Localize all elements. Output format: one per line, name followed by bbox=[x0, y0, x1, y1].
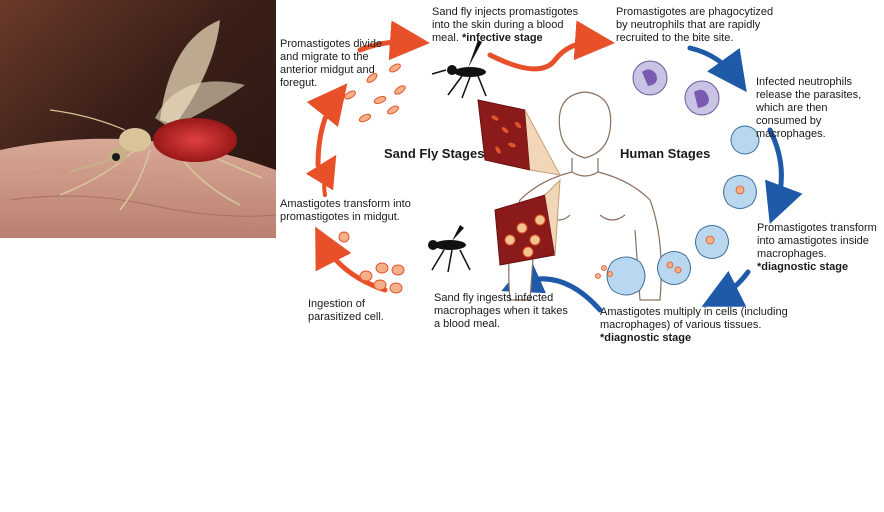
step-label-multiply: Amastigotes multiply in cells (including… bbox=[600, 306, 790, 345]
step-label-inject: Sand fly injects promastigotes into the … bbox=[432, 6, 587, 45]
arrow-foregut-to-inject bbox=[357, 20, 430, 61]
infective-stage-emphasis: *infective stage bbox=[461, 32, 543, 44]
step-text: Amastigotes transform into promastigotes… bbox=[280, 198, 411, 223]
step-text: Infected neutrophils release the parasit… bbox=[756, 76, 862, 140]
step-text: Promastigotes are phagocytized by neutro… bbox=[616, 6, 774, 44]
sand-fly-icon-top bbox=[431, 40, 487, 99]
arrow-neutrophil-to-macrophage bbox=[765, 127, 803, 225]
step-label-transform-amastigotes: Promastigotes transform into amastigotes… bbox=[757, 222, 881, 274]
step-label-sand-fly-ingests: Sand fly ingests infected macrophages wh… bbox=[434, 292, 574, 331]
step-label-midgut-transform: Amastigotes transform into promastigotes… bbox=[280, 198, 430, 224]
heading-sand-fly-stages: Sand Fly Stages bbox=[384, 146, 485, 161]
heading-human-stages: Human Stages bbox=[620, 146, 711, 161]
amastigotes-cluster bbox=[338, 231, 405, 294]
step-text: Promastigotes transform into amastigotes… bbox=[757, 222, 877, 260]
sand-fly-icon-bottom bbox=[428, 225, 471, 273]
diagnostic-stage-emphasis: *diagnostic stage bbox=[600, 332, 692, 344]
sand-fly-photo bbox=[0, 0, 276, 238]
promastigotes-cluster bbox=[344, 63, 406, 123]
step-label-phagocytized: Promastigotes are phagocytized by neutro… bbox=[616, 6, 781, 45]
arrow-midgut-to-divide bbox=[306, 83, 348, 168]
step-text: Sand fly injects promastigotes into the … bbox=[432, 6, 579, 44]
step-text: Amastigotes multiply in cells (including… bbox=[600, 306, 788, 331]
neutrophils bbox=[632, 60, 720, 116]
step-text: Promastigotes divide and migrate to the … bbox=[280, 38, 383, 89]
step-text: Sand fly ingests infected macrophages wh… bbox=[434, 292, 568, 330]
arrow-transform-to-multiply bbox=[701, 269, 751, 307]
skin-inset-top bbox=[477, 99, 561, 176]
skin-inset-bottom bbox=[494, 178, 561, 266]
step-text: Ingestion of parasitized cell. bbox=[308, 298, 384, 323]
diagnostic-stage-emphasis: *diagnostic stage bbox=[757, 261, 849, 273]
step-label-ingestion: Ingestion of parasitized cell. bbox=[308, 298, 388, 324]
arrow-inject-to-skin bbox=[487, 20, 615, 72]
step-label-promastigotes-divide: Promastigotes divide and migrate to the … bbox=[280, 38, 390, 90]
step-label-neutrophil-release: Infected neutrophils release the parasit… bbox=[756, 76, 880, 141]
arrow-phago-to-neutrophil bbox=[687, 45, 747, 93]
arrow-small-midgut bbox=[305, 154, 337, 197]
